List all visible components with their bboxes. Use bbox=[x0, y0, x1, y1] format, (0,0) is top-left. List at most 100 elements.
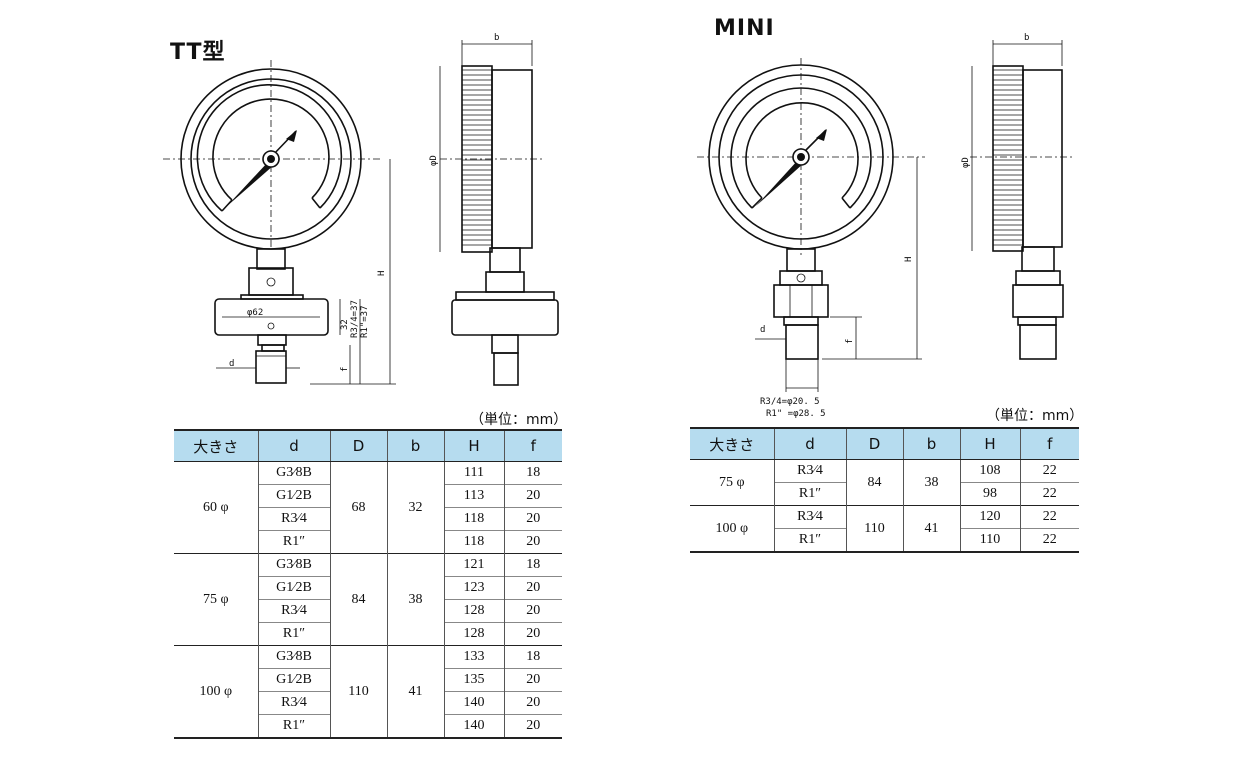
mini-r1-label: R1" =φ28. 5 bbox=[766, 409, 826, 419]
table-cell: 75 φ bbox=[174, 553, 258, 646]
column-header: D bbox=[329, 429, 387, 462]
column-header: b bbox=[386, 429, 444, 462]
table-cell: 140 bbox=[443, 691, 504, 715]
column-header: D bbox=[845, 427, 903, 460]
column-header: d bbox=[773, 427, 846, 460]
table-cell: 22 bbox=[1019, 459, 1079, 483]
column-header: H bbox=[959, 427, 1020, 460]
table-cell: 41 bbox=[902, 505, 960, 552]
table-cell: 32 bbox=[386, 461, 444, 554]
b-label: b bbox=[494, 33, 499, 43]
table-cell: 123 bbox=[443, 576, 504, 600]
tt-side-view: b φD bbox=[429, 33, 559, 386]
table-cell: 110 bbox=[845, 505, 903, 552]
table-cell: 100 φ bbox=[690, 505, 774, 552]
table-cell: R3⁄4 bbox=[773, 505, 846, 529]
f-label: f bbox=[340, 367, 350, 372]
d-label: d bbox=[229, 359, 234, 369]
table-cell: 18 bbox=[503, 461, 562, 485]
table-cell: R3⁄4 bbox=[773, 459, 846, 483]
table-cell: 108 bbox=[959, 459, 1020, 483]
table-cell: 128 bbox=[443, 622, 504, 646]
table-cell: 120 bbox=[959, 505, 1020, 529]
table-cell: R1″ bbox=[257, 530, 330, 554]
mini-r34-label: R3/4=φ20. 5 bbox=[760, 397, 820, 407]
table-cell: R1″ bbox=[257, 622, 330, 646]
table-cell: 100 φ bbox=[174, 645, 258, 738]
table-cell: R1″ bbox=[257, 714, 330, 738]
table-cell: R3⁄4 bbox=[257, 599, 330, 623]
r34-label: R3/4=37 bbox=[350, 300, 360, 338]
table-cell: 20 bbox=[503, 599, 562, 623]
dim32-label: 32 bbox=[340, 319, 350, 330]
mini-unit-label: （単位：mm） bbox=[986, 408, 1084, 424]
table-cell: R1″ bbox=[773, 528, 846, 552]
table-cell: 41 bbox=[386, 645, 444, 738]
table-cell: 22 bbox=[1019, 482, 1079, 506]
table-cell: 128 bbox=[443, 599, 504, 623]
r1-label: R1"=37 bbox=[360, 305, 370, 338]
table-cell: 20 bbox=[503, 484, 562, 508]
table-cell: 75 φ bbox=[690, 459, 774, 506]
table-cell: 113 bbox=[443, 484, 504, 508]
table-cell: 20 bbox=[503, 668, 562, 692]
phi62-label: φ62 bbox=[247, 308, 263, 318]
table-cell: 20 bbox=[503, 691, 562, 715]
table-cell: R3⁄4 bbox=[257, 507, 330, 531]
column-header: d bbox=[257, 429, 330, 462]
table-cell: 110 bbox=[329, 645, 387, 738]
table-cell: 98 bbox=[959, 482, 1020, 506]
mini-d-label: d bbox=[760, 325, 765, 335]
table-cell: R1″ bbox=[773, 482, 846, 506]
table-cell: 20 bbox=[503, 622, 562, 646]
table-cell: 20 bbox=[503, 576, 562, 600]
h-label: H bbox=[377, 271, 387, 276]
mini-phid-label: φD bbox=[961, 157, 971, 168]
tt-title: TT型 bbox=[170, 40, 226, 65]
tt-front-view: φ62 d H 32 R3/4=37 R1"=37 f bbox=[163, 60, 396, 385]
table-cell: 20 bbox=[503, 507, 562, 531]
table-cell: G1⁄2B bbox=[257, 484, 330, 508]
table-cell: G1⁄2B bbox=[257, 576, 330, 600]
mini-title: MINI bbox=[714, 16, 775, 41]
table-cell: 118 bbox=[443, 507, 504, 531]
table-cell: 121 bbox=[443, 553, 504, 577]
table-cell: 20 bbox=[503, 714, 562, 738]
column-header: 大きさ bbox=[174, 429, 258, 462]
column-header: f bbox=[1019, 427, 1079, 460]
table-cell: 38 bbox=[902, 459, 960, 506]
table-cell: 38 bbox=[386, 553, 444, 646]
column-header: f bbox=[503, 429, 562, 462]
mini-side-view: b φD bbox=[961, 33, 1072, 360]
table-cell: 140 bbox=[443, 714, 504, 738]
phid-label: φD bbox=[429, 155, 439, 166]
table-cell: 84 bbox=[845, 459, 903, 506]
column-header: 大きさ bbox=[690, 427, 774, 460]
table-cell: G1⁄2B bbox=[257, 668, 330, 692]
table-cell: 18 bbox=[503, 645, 562, 669]
column-header: b bbox=[902, 427, 960, 460]
table-cell: G3⁄8B bbox=[257, 461, 330, 485]
mini-h-label: H bbox=[904, 257, 914, 262]
table-cell: 22 bbox=[1019, 505, 1079, 529]
tt-unit-label: （単位：mm） bbox=[470, 412, 568, 428]
column-header: H bbox=[443, 429, 504, 462]
table-cell: G3⁄8B bbox=[257, 553, 330, 577]
table-cell: 20 bbox=[503, 530, 562, 554]
